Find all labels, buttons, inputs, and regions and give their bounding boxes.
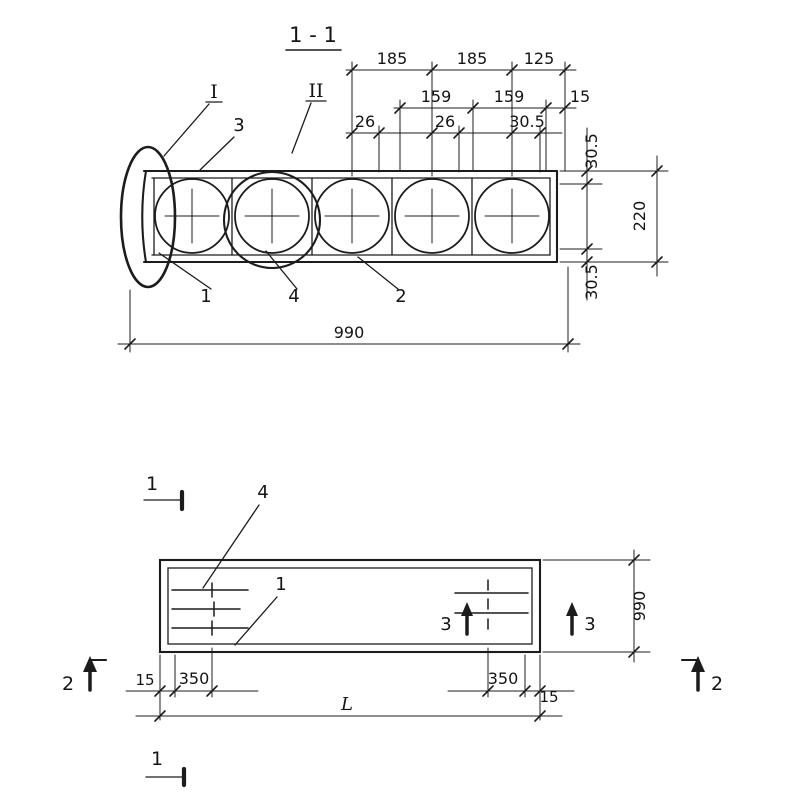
dim-305-top: 30.5 — [582, 133, 601, 169]
detail-callout-I — [119, 145, 177, 289]
dim-row-185-185-125: 185 185 125 — [345, 49, 577, 76]
dim-right-heights: 30.5 30.5 220 — [559, 127, 669, 301]
dim-220: 220 — [630, 201, 649, 232]
dim-185-b: 185 — [457, 49, 488, 68]
plan-label-4: 4 — [257, 482, 268, 503]
detail-label-I: I — [210, 81, 218, 103]
dim-15-right: 15 — [539, 688, 558, 706]
marker-2-right: 2 — [711, 673, 723, 695]
dim-350-right: 350 — [488, 669, 519, 688]
dim-990: 990 — [334, 323, 365, 342]
dim-159-b: 159 — [494, 87, 525, 106]
marker-2-left: 2 — [62, 673, 74, 695]
beam-outline — [141, 169, 559, 264]
dim-row-26-26-305: 26 26 30.5 — [345, 112, 563, 139]
slab-inner-outline — [167, 567, 533, 645]
dim-15-left: 15 — [135, 671, 154, 689]
dim-305-inner: 30.5 — [509, 112, 545, 131]
dim-185-a: 185 — [377, 49, 408, 68]
dim-350-left: 350 — [179, 669, 210, 688]
embedded-bars-left — [171, 582, 249, 636]
plan-view: 4 1 3 3 2 2 1 — [62, 473, 723, 788]
section-marker-1: 1 1 — [143, 473, 187, 788]
leader-detail-II — [291, 102, 312, 154]
part-label-3: 3 — [233, 115, 244, 136]
section-title: 1 - 1 — [289, 23, 337, 47]
dim-26-a: 26 — [355, 112, 375, 131]
section-marker-2: 2 2 — [62, 656, 723, 695]
part-label-1: 1 — [200, 286, 211, 307]
slab-outline — [158, 558, 542, 654]
void-circles — [154, 178, 550, 254]
part-label-2: 2 — [395, 286, 406, 307]
dim-15: 15 — [570, 87, 590, 106]
dim-125: 125 — [524, 49, 555, 68]
marker-1-top: 1 — [146, 473, 158, 495]
section-marker-3: 3 3 — [440, 602, 596, 636]
detail-labels: I II — [163, 80, 327, 157]
detail-label-II: II — [308, 80, 323, 102]
part-label-4: 4 — [288, 286, 299, 307]
plan-label-1: 1 — [275, 574, 286, 595]
dim-990-section: 990 — [117, 266, 581, 353]
plan-part-labels: 4 1 — [202, 482, 287, 646]
marker-3-outer: 3 — [584, 614, 595, 635]
dim-26-b: 26 — [435, 112, 455, 131]
plan-dimensions: 15 350 350 15 L 990 — [125, 549, 651, 722]
dim-159-a: 159 — [421, 87, 452, 106]
leader-detail-I — [163, 103, 210, 157]
detail-callout-II — [222, 170, 322, 270]
section-part-labels: 3 1 4 2 — [158, 115, 407, 307]
dim-row-159-159-15: 159 159 15 — [393, 87, 590, 114]
dim-990-plan: 990 — [630, 591, 649, 622]
marker-1-bottom: 1 — [151, 748, 163, 770]
marker-3-inner: 3 — [440, 614, 451, 635]
section-view: 1 - 1 — [117, 23, 669, 353]
dim-305-bottom: 30.5 — [582, 264, 601, 300]
dim-L: L — [340, 694, 353, 715]
